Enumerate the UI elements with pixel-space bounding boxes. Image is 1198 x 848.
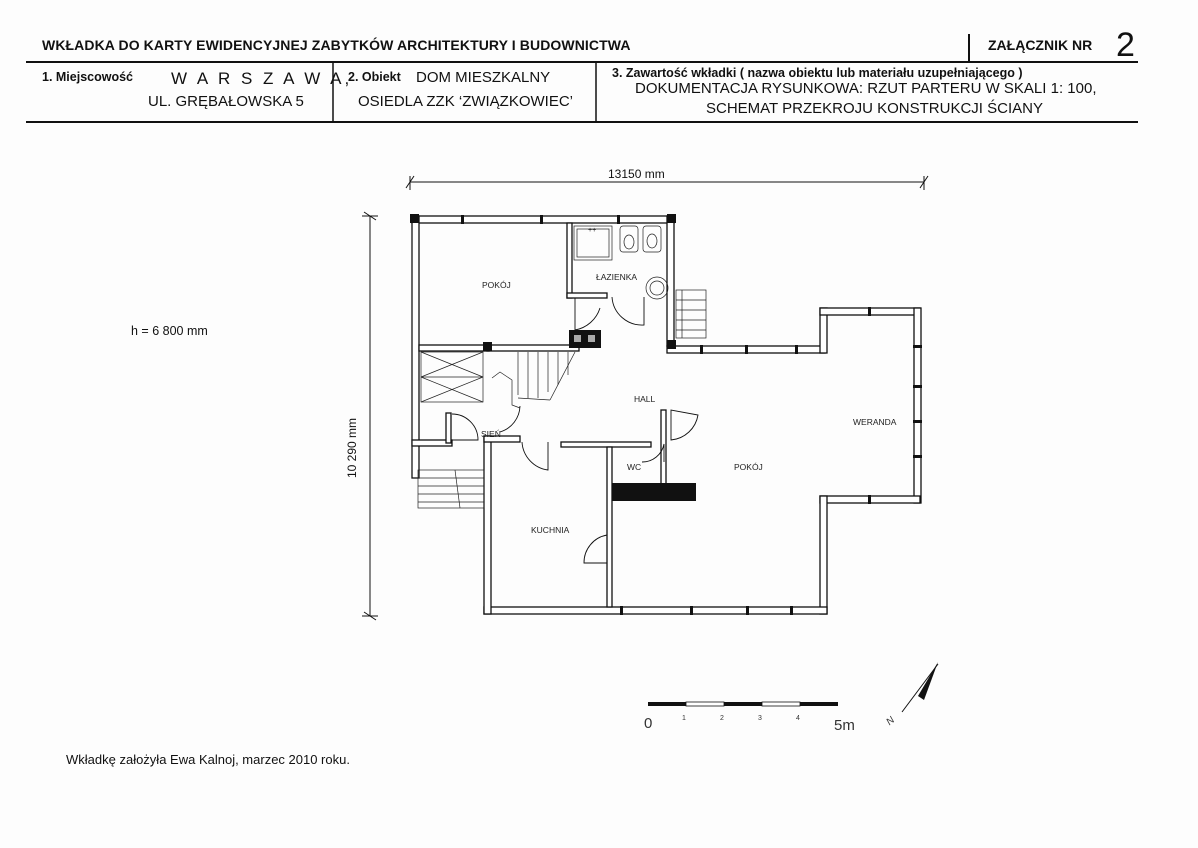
room-label-sien: SIEŃ	[481, 429, 501, 439]
width-dimension-label: 13150 mm	[608, 167, 665, 181]
contents-line-1: DOKUMENTACJA RYSUNKOWA: RZUT PARTERU W S…	[635, 80, 1097, 97]
document-title: WKŁADKA DO KARTY EWIDENCYJNEJ ZABYTKÓW A…	[42, 37, 631, 53]
room-label-wc: WC	[627, 462, 641, 472]
stairs	[417, 289, 707, 509]
width-dimension-line	[405, 175, 929, 190]
height-note: h = 6 800 mm	[131, 324, 208, 338]
fireplace	[612, 483, 696, 501]
stove	[569, 330, 601, 348]
object-line-2: OSIEDLA ZZK ‘ZWIĄZKOWIEC’	[358, 93, 574, 110]
object-label: 2. Obiekt	[348, 70, 401, 84]
room-label-lazienka: ŁAZIENKA	[596, 272, 637, 282]
scale-label-1: 1	[682, 715, 686, 722]
scale-bar	[648, 701, 838, 707]
north-label: N	[884, 714, 897, 728]
room-label-pokoj-1: POKÓJ	[482, 280, 511, 290]
room-label-weranda: WERANDA	[853, 417, 897, 427]
scale-label-2: 2	[720, 715, 724, 722]
contents-label: 3. Zawartość wkładki ( nazwa obiektu lub…	[612, 66, 1023, 80]
room-label-kuchnia: KUCHNIA	[531, 525, 570, 535]
structural-posts	[410, 214, 696, 501]
object-line-1: DOM MIESZKALNY	[416, 69, 551, 86]
locality-city: W A R S Z A W A,	[171, 69, 353, 88]
room-label-hall: HALL	[634, 394, 656, 404]
doors	[451, 296, 699, 564]
scale-label-3: 3	[758, 715, 762, 722]
svg-text:++: ++	[588, 227, 596, 234]
locality-street: UL. GRĘBAŁOWSKA 5	[148, 93, 304, 110]
height-dimension-line	[362, 211, 378, 621]
walls	[411, 215, 922, 615]
attachment-label: ZAŁĄCZNIK NR	[988, 37, 1093, 53]
bathroom-fixtures: ++	[573, 225, 669, 300]
north-arrow-icon	[901, 662, 939, 713]
footer-note: Wkładkę założyła Ewa Kalnoj, marzec 2010…	[66, 752, 350, 767]
room-label-pokoj-2: POKÓJ	[734, 462, 763, 472]
contents-line-2: SCHEMAT PRZEKROJU KONSTRUKCJI ŚCIANY	[706, 100, 1043, 117]
scale-label-5m: 5m	[834, 717, 855, 734]
scale-label-4: 4	[796, 715, 800, 722]
height-dimension-label: 10 290 mm	[345, 418, 359, 478]
scale-label-0: 0	[644, 715, 652, 732]
locality-label: 1. Miejscowość	[42, 70, 134, 84]
windows	[411, 215, 922, 615]
attachment-number: 2	[1116, 26, 1135, 64]
